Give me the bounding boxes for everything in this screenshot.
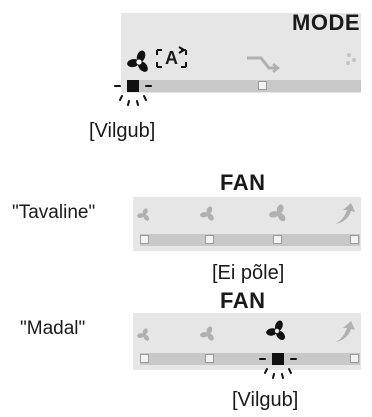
fan-low-slot-4 bbox=[350, 354, 359, 363]
fan-low-slot-2 bbox=[205, 354, 214, 363]
fan-boost-arrow-icon bbox=[335, 321, 355, 342]
fan-boost-arrow-icon bbox=[335, 203, 355, 224]
fan-low-side-label: "Madal" bbox=[20, 318, 86, 339]
blink-indicator bbox=[259, 358, 297, 379]
fan-normal-slot-1 bbox=[140, 235, 149, 244]
fan-low-slot-1 bbox=[140, 354, 149, 363]
fan-speed-3-icon bbox=[269, 204, 286, 222]
fan-speed-1-icon bbox=[137, 208, 150, 221]
fan-low-status-caption: [Vilgub] bbox=[232, 389, 299, 411]
fan-low-track bbox=[140, 353, 360, 365]
fan-mode-icon-faded bbox=[346, 53, 356, 65]
mode-status-caption: [Vilgub] bbox=[89, 120, 156, 142]
fan-icon-active bbox=[127, 50, 148, 72]
fan-speed-1-icon bbox=[137, 328, 150, 341]
fan-normal-slot-3 bbox=[273, 235, 282, 244]
mode-slot-2 bbox=[258, 81, 267, 90]
fan-normal-track bbox=[140, 234, 360, 246]
mode-track bbox=[132, 80, 361, 92]
fan-speed-3-icon-active bbox=[266, 320, 286, 341]
fan-normal-side-label: "Tavaline" bbox=[12, 202, 96, 223]
blink-indicator bbox=[114, 85, 152, 106]
fan-speed-2-icon bbox=[200, 326, 214, 341]
fan-normal-slot-4 bbox=[350, 235, 359, 244]
fan-normal-status-caption: [Ei põle] bbox=[212, 262, 285, 284]
mode-slot-active bbox=[127, 80, 139, 92]
auto-mode-icon: A bbox=[155, 45, 188, 72]
fan-normal-slot-2 bbox=[205, 235, 214, 244]
auto-mode-label: A bbox=[165, 48, 178, 68]
dry-mode-icon bbox=[247, 56, 281, 73]
mode-panel bbox=[121, 13, 361, 93]
fan-low-slot-active bbox=[272, 353, 284, 365]
fan-speed-2-icon bbox=[200, 206, 214, 221]
fan-low-title: FAN bbox=[220, 288, 266, 313]
fan-normal-title: FAN bbox=[220, 170, 266, 195]
mode-panel-title: MODE bbox=[292, 10, 360, 35]
